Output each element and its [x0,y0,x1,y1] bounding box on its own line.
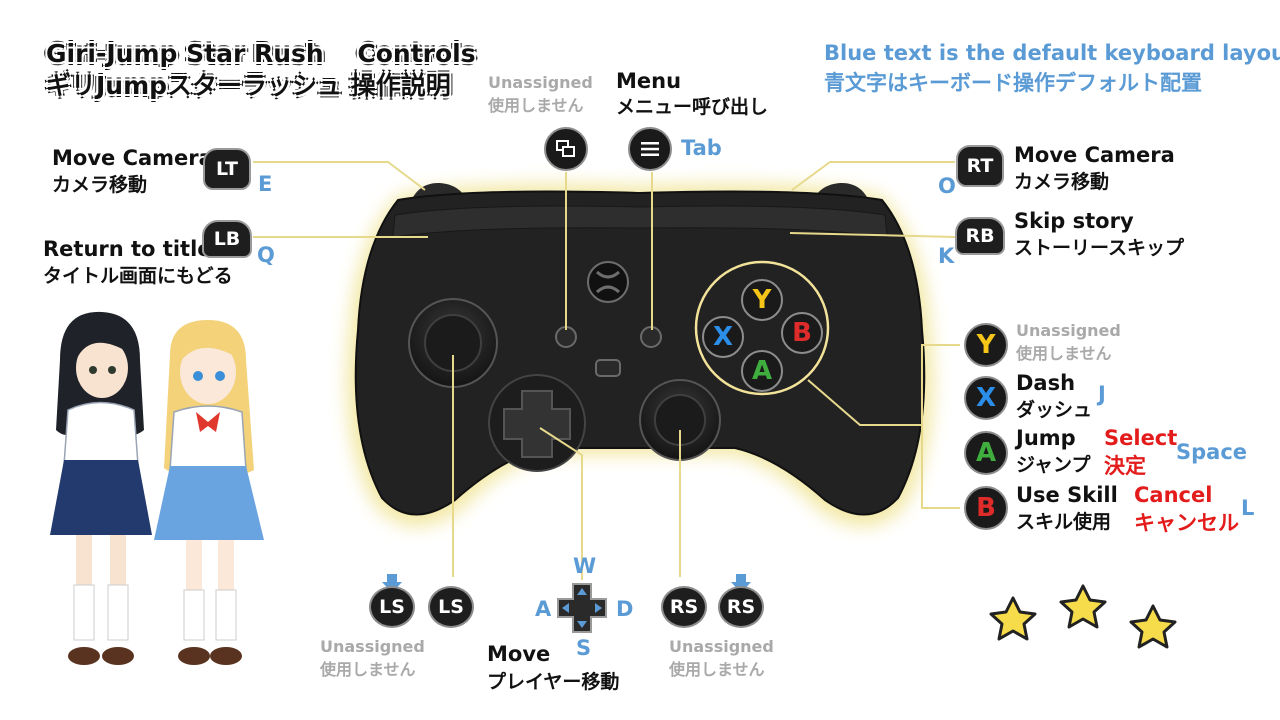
a-select-jp: 決定 [1104,454,1146,478]
dark-haired-girl [50,311,152,665]
rb-label-en: Skip story [1014,209,1134,233]
dpad-key-right: D [616,597,634,621]
lb-label-en: Return to title [43,237,212,261]
b-cancel-jp: キャンセル [1134,511,1239,535]
rt-label-en: Move Camera [1014,143,1175,167]
lb-key: Q [257,243,275,267]
rs-press-badge[interactable]: RS [718,586,764,628]
dpad-key-left: A [535,597,552,621]
legend-b-button[interactable]: B [964,486,1008,530]
lb-label-jp: タイトル画面にもどる [43,265,233,287]
controller-y-button[interactable]: Y [741,279,783,321]
a-select-en: Select [1104,426,1178,450]
b-cancel-en: Cancel [1134,483,1213,507]
menu-button[interactable] [628,127,672,171]
rs-label-jp: 使用しません [669,660,765,679]
rt-label-jp: カメラ移動 [1014,171,1110,193]
lb-badge[interactable]: LB [202,220,252,258]
controller-a-button[interactable]: A [741,350,783,392]
keyboard-note-en: Blue text is the default keyboard layout [824,41,1280,65]
star-icon [1129,604,1177,649]
rt-key: O [938,174,956,198]
x-key: J [1098,382,1106,406]
b-label-jp: スキル使用 [1016,511,1112,533]
dpad-label-jp: プレイヤー移動 [487,671,620,693]
dpad-label-en: Move [487,642,551,666]
star-icon [989,596,1037,641]
press-arrow-icon [382,574,402,593]
ls-label-jp: 使用しません [320,660,416,679]
rt-badge[interactable]: RT [956,145,1004,187]
lt-badge[interactable]: LT [203,148,251,190]
y-label-jp: 使用しません [1016,344,1112,363]
x-label-en: Dash [1016,371,1076,395]
stars-decoration [989,584,1177,649]
controller-b-button[interactable]: B [781,312,823,354]
menu-label-jp: メニュー呼び出し [616,96,769,118]
dpad-key-up: W [573,554,597,578]
lt-key: E [258,172,273,196]
view-button[interactable] [544,127,588,171]
lt-label-en: Move Camera [52,146,213,170]
dpad-shape [503,390,571,458]
rs-label-en: Unassigned [669,637,774,656]
rb-key: K [938,244,955,268]
press-arrow-icon [731,574,751,593]
menu-icon [641,142,659,156]
dpad-key-down: S [576,636,592,660]
keyboard-note-jp: 青文字はキーボード操作デフォルト配置 [824,71,1202,95]
rs-badge[interactable]: RS [661,586,707,628]
rb-badge[interactable]: RB [955,217,1005,255]
menu-key: Tab [681,136,722,160]
ls-press-badge[interactable]: LS [369,586,415,628]
b-label-en: Use Skill [1016,483,1118,507]
x-label-jp: ダッシュ [1016,399,1093,421]
a-label-jp: ジャンプ [1016,454,1091,476]
menu-label-en: Menu [616,69,682,93]
y-label-en: Unassigned [1016,321,1121,340]
lt-label-jp: カメラ移動 [52,174,148,196]
a-key: Space [1176,440,1248,464]
dpad-icon[interactable] [556,582,608,634]
view-label-en: Unassigned [488,73,593,92]
controller-x-button[interactable]: X [702,316,744,358]
legend-x-button[interactable]: X [964,376,1008,420]
legend-y-button[interactable]: Y [964,323,1008,367]
legend-a-button[interactable]: A [964,431,1008,475]
title-en: Giri-Jump Star Rush Controls [46,39,476,68]
ls-badge[interactable]: LS [428,586,474,628]
blonde-girl [154,320,264,665]
b-key: L [1241,496,1255,520]
rb-label-jp: ストーリースキップ [1014,237,1185,259]
ls-label-en: Unassigned [320,637,425,656]
characters-illustration [50,311,264,665]
view-label-jp: 使用しません [488,96,584,115]
view-icon [556,140,575,157]
a-label-en: Jump [1016,426,1076,450]
title-jp: ギリJumpスターラッシュ 操作説明 [46,71,451,100]
xbox-logo [587,261,629,303]
star-icon [1059,584,1107,629]
